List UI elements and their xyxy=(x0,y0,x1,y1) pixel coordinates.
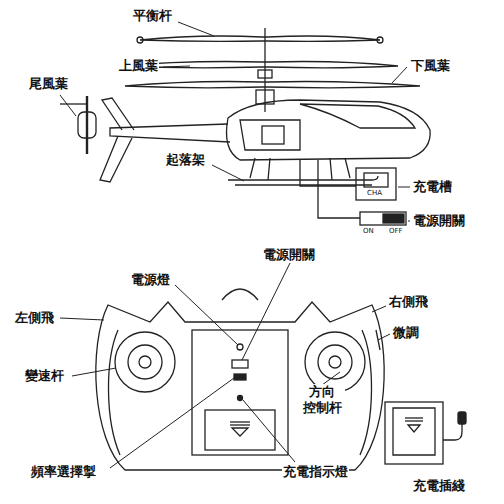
part-label: ON xyxy=(362,227,375,235)
part-label: 電源開關 xyxy=(262,247,316,263)
part-label: 方向 控制杆 xyxy=(300,384,345,415)
part-label: 上風葉 xyxy=(118,58,159,74)
part-label: 下風葉 xyxy=(410,58,451,74)
leader-lines xyxy=(60,263,390,468)
part-label: 尾風葉 xyxy=(28,76,69,92)
part-label: 平衡杆 xyxy=(132,8,173,24)
remote-controller xyxy=(96,289,384,470)
part-label: 左側飛 xyxy=(14,310,55,326)
part-label: 右側飛 xyxy=(388,294,429,310)
charge-slot xyxy=(300,160,406,225)
part-label: 充電插綫 xyxy=(412,478,466,494)
part-label: CHA xyxy=(366,189,383,197)
part-label: 變速杆 xyxy=(24,368,65,384)
charging-cable xyxy=(385,402,466,464)
leader-lines xyxy=(60,22,410,221)
part-label: 電源燈 xyxy=(130,272,171,288)
part-label: 起落架 xyxy=(165,152,206,168)
part-label: 充電指示燈 xyxy=(282,464,349,480)
rotor xyxy=(118,28,420,112)
part-label: 電源開關 xyxy=(412,213,466,229)
fuselage xyxy=(60,96,430,182)
part-label: 微調 xyxy=(392,325,420,341)
part-label: 頻率選擇掣 xyxy=(30,464,97,480)
part-label: OFF xyxy=(388,227,404,235)
part-label: 充電槽 xyxy=(412,179,453,195)
